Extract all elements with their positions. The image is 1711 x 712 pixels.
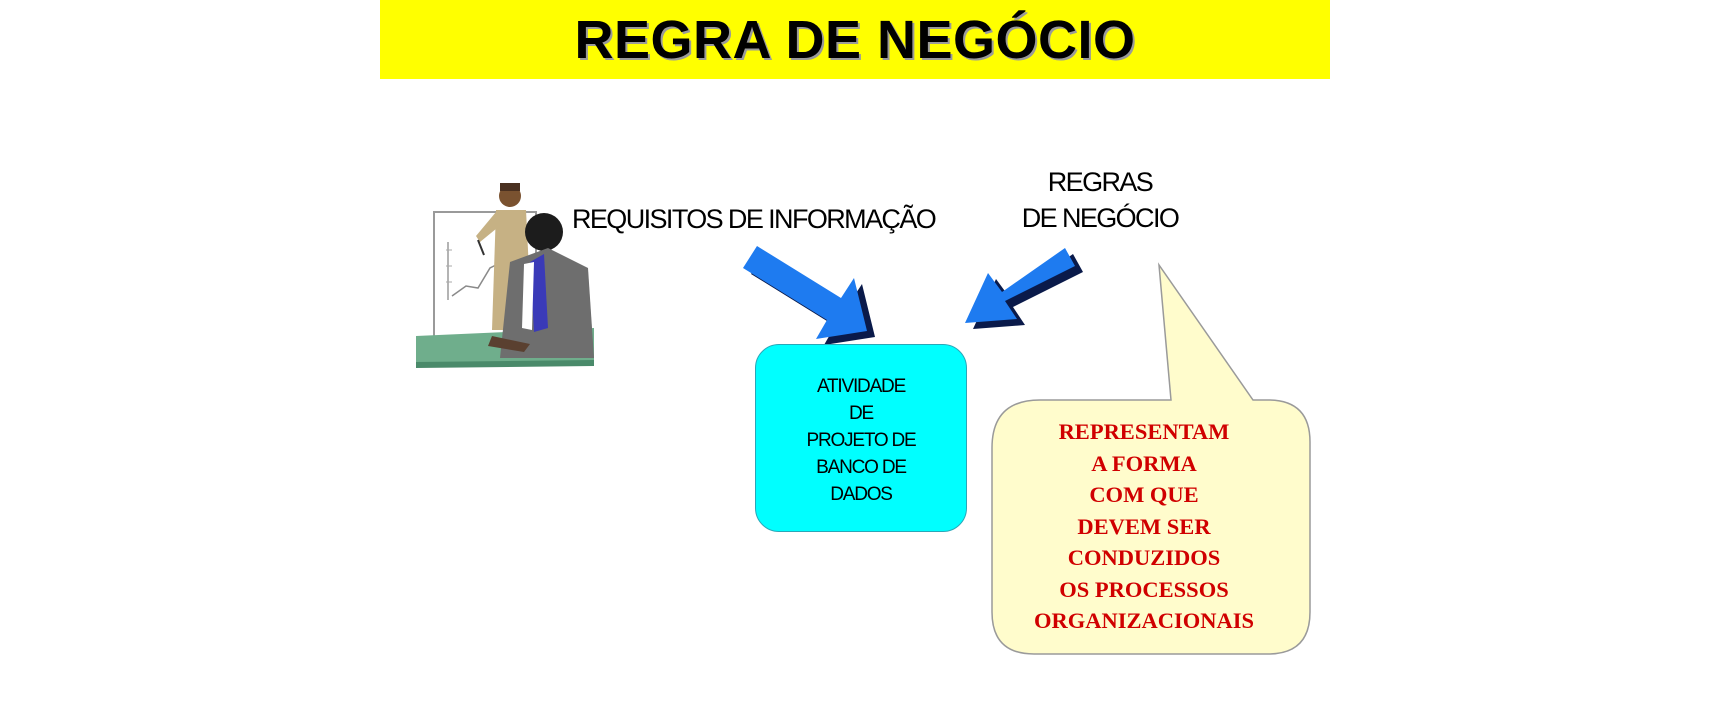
bubble-line: REPRESENTAM: [1058, 419, 1230, 444]
speech-bubble-icon: [991, 262, 1311, 655]
bubble-line: DEVEM SER: [1077, 513, 1211, 539]
regras-label-line: DE NEGÓCIO: [1021, 203, 1180, 233]
page-title: REGRA DE NEGÓCIO: [574, 9, 1136, 70]
bubble-line: CONDUZIDOS: [1067, 545, 1221, 570]
box-line: DADOS: [830, 484, 893, 505]
box-line: DE: [849, 403, 874, 424]
bubble-text: REPRESENTAM A FORMA COM QUE DEVEM SER CO…: [984, 416, 1304, 637]
regras-label: REGRAS DE NEGÓCIO: [1000, 164, 1200, 236]
regras-label-line: REGRAS: [1047, 167, 1154, 197]
bubble-line: OS PROCESSOS: [1059, 576, 1229, 602]
bubble-line: ORGANIZACIONAIS: [1033, 608, 1255, 633]
box-line: ATIVIDADE: [816, 376, 906, 397]
box-line: PROJETO DE: [806, 430, 916, 451]
title-band: REGRA DE NEGÓCIO: [380, 0, 1330, 79]
presentation-clipart-icon: [416, 183, 594, 368]
arrow-down-left-icon: [965, 248, 1083, 329]
arrow-down-right-icon: [743, 246, 875, 345]
projeto-box-text: ATIVIDADE DE PROJETO DE BANCO DE DADOS: [756, 373, 966, 508]
bubble-line: COM QUE: [1089, 482, 1199, 507]
projeto-box: ATIVIDADE DE PROJETO DE BANCO DE DADOS: [755, 344, 967, 532]
box-line: BANCO DE: [816, 457, 907, 478]
bubble-line: A FORMA: [1091, 450, 1197, 476]
requisitos-label: REQUISITOS DE INFORMAÇÃO: [572, 204, 937, 234]
